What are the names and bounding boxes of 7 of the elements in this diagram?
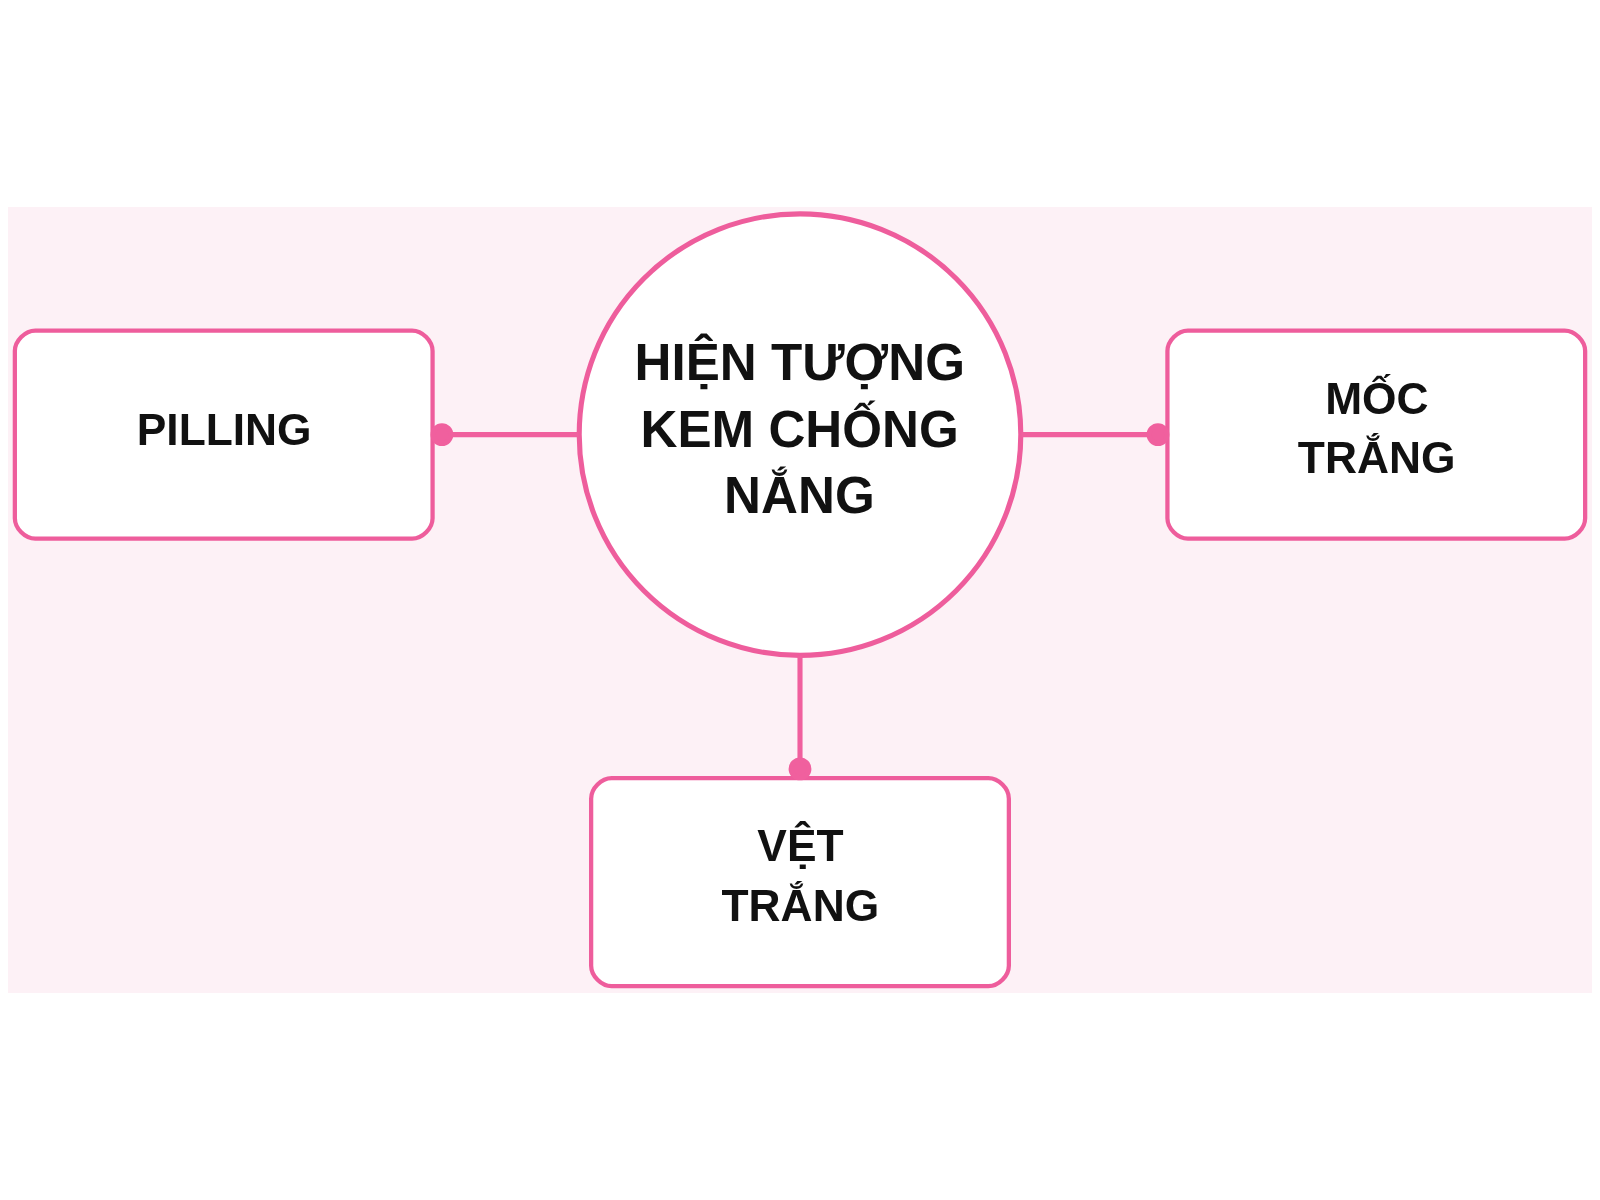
connector [788,655,812,781]
connector [430,423,579,447]
connector [1021,423,1170,447]
node-box: PILLING [12,328,435,541]
node-circle: HIỆN TƯỢNG KEM CHỐNG NẮNG [576,211,1024,658]
node-box: MỐC TRẮNG [1165,328,1588,541]
node-box: VỆT TRẮNG [589,776,1011,989]
